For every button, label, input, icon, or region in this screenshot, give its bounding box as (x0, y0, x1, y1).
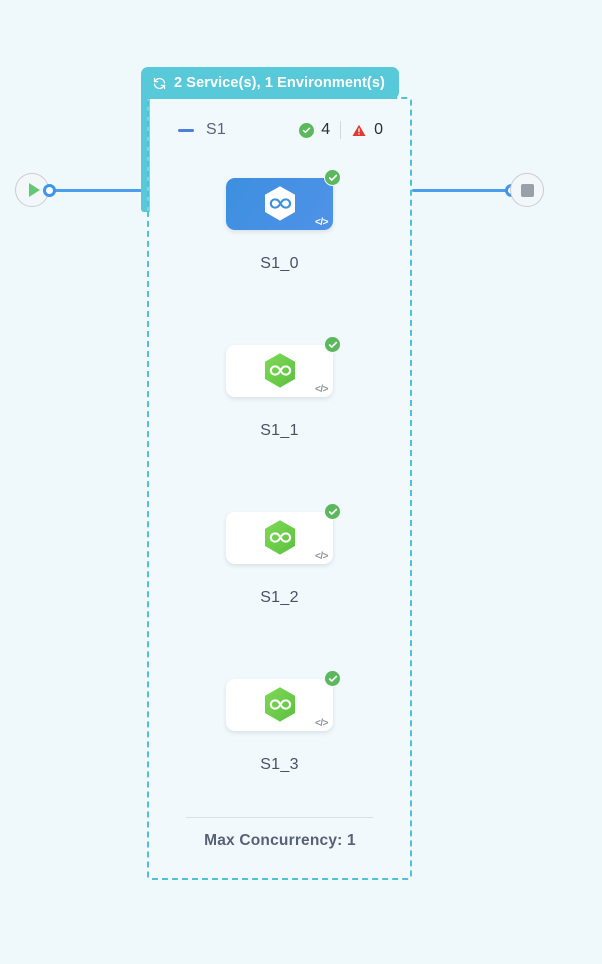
minus-icon[interactable] (178, 128, 194, 132)
hexagon-infinity-icon (263, 185, 297, 223)
node-card-2-body[interactable] (226, 512, 333, 564)
node-card-0-body[interactable] (226, 178, 333, 230)
stop-icon (520, 183, 534, 197)
group-tab-tail (141, 74, 150, 212)
footer-divider (186, 817, 373, 818)
node-label-2: S1_2 (260, 589, 299, 606)
check-circle-icon (324, 503, 341, 520)
start-node-output-port[interactable] (43, 184, 56, 197)
code-brackets-icon[interactable]: </> (315, 217, 328, 228)
check-circle-icon (324, 169, 341, 186)
code-brackets-icon[interactable]: </> (315, 384, 328, 395)
hexagon-infinity-icon (263, 686, 297, 724)
group-tab[interactable]: 2 Service(s), 1 Environment(s) (141, 67, 399, 99)
group-tab-label: 2 Service(s), 1 Environment(s) (174, 75, 385, 91)
warning-triangle-icon (351, 123, 367, 138)
node-card-1-body[interactable] (226, 345, 333, 397)
node-card-2[interactable]: </> (226, 503, 341, 564)
play-icon (28, 183, 40, 197)
node-label-0: S1_0 (260, 255, 299, 272)
edge-group-to-end[interactable] (412, 189, 512, 192)
check-circle-icon (299, 122, 315, 138)
success-count: 4 (321, 121, 331, 138)
code-brackets-icon[interactable]: </> (315, 718, 328, 729)
node-card-3-body[interactable] (226, 679, 333, 731)
refresh-loop-icon (152, 76, 167, 91)
service-header-row[interactable]: S1 4 0 (178, 118, 383, 142)
warning-count: 0 (374, 121, 383, 138)
code-brackets-icon[interactable]: </> (315, 551, 328, 562)
edge-start-to-group[interactable] (48, 189, 148, 192)
check-circle-icon (324, 336, 341, 353)
node-label-1: S1_1 (260, 422, 299, 439)
end-node[interactable] (510, 173, 544, 207)
node-card-0[interactable]: </> (226, 169, 341, 230)
node-card-1[interactable]: </> (226, 336, 341, 397)
service-stats: 4 0 (299, 121, 383, 139)
hexagon-infinity-icon (263, 352, 297, 390)
max-concurrency-label: Max Concurrency: 1 (204, 832, 356, 849)
node-card-3[interactable]: </> (226, 670, 341, 731)
service-name-label: S1 (206, 121, 226, 138)
hexagon-infinity-icon (263, 519, 297, 557)
check-circle-icon (324, 670, 341, 687)
stats-divider (340, 121, 342, 139)
node-label-3: S1_3 (260, 756, 299, 773)
